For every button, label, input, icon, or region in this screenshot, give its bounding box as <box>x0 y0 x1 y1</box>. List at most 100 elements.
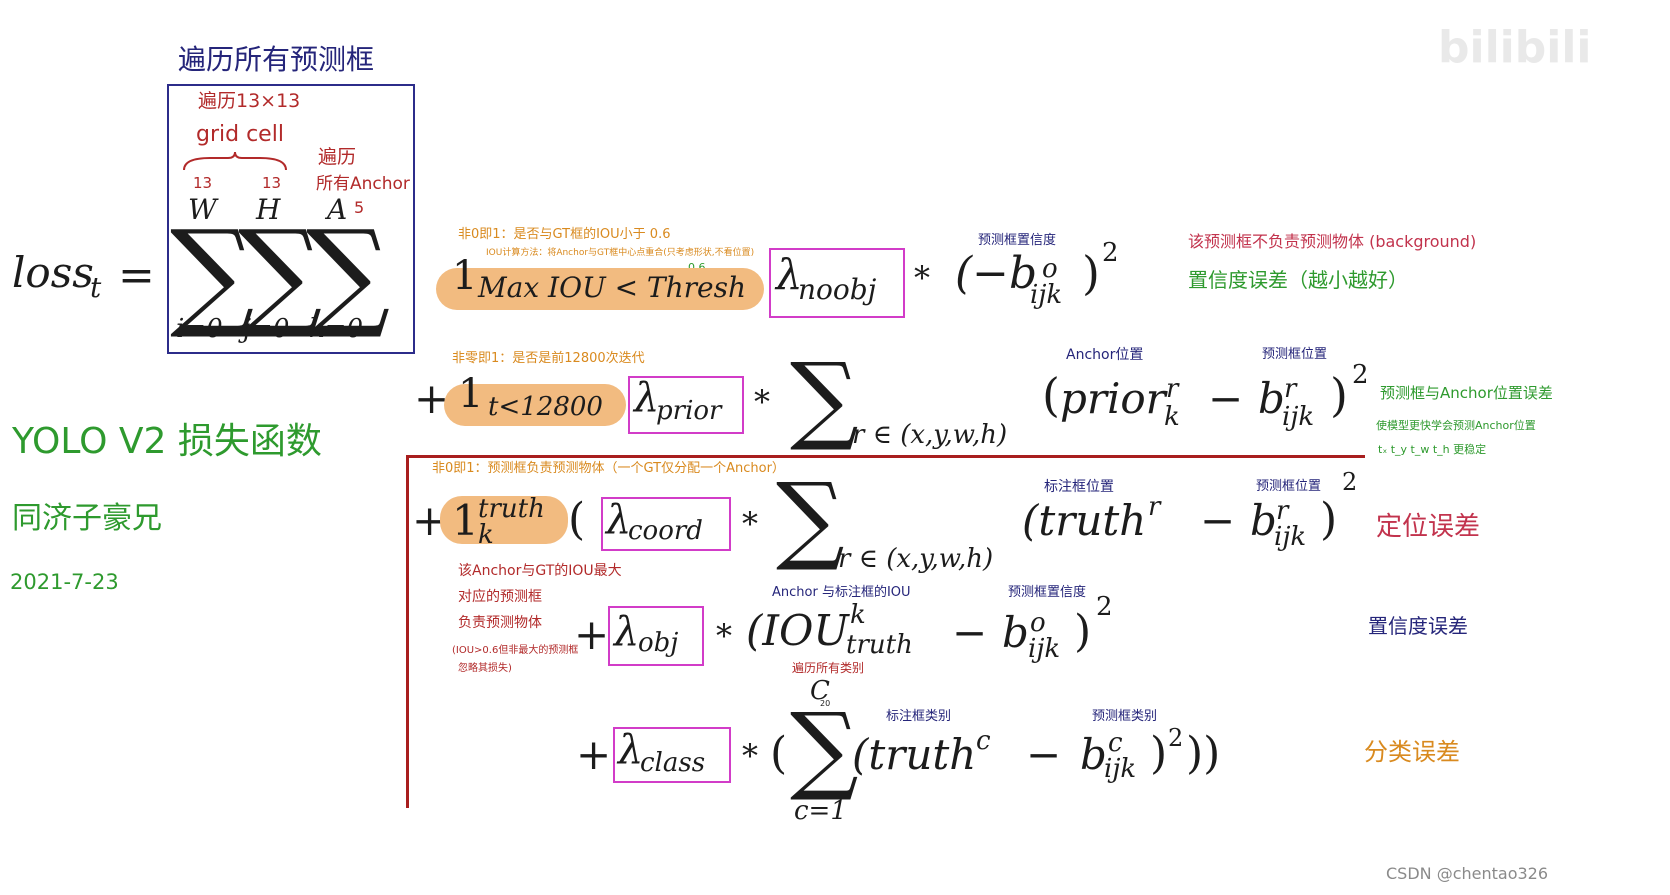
term5-b-sup: c <box>1108 728 1123 758</box>
grid-annotation-line1: 遍历13×13 <box>198 90 301 112</box>
anchor-count: 5 <box>354 198 365 217</box>
term1-star: * <box>914 259 930 297</box>
term3-note-left-3: 负责预测物体 <box>458 615 542 631</box>
term4-lambda-sub: obj <box>638 628 679 658</box>
term3-star: * <box>742 505 758 543</box>
term2-indicator-sub: t<12800 <box>488 392 603 422</box>
term2-b-sup: r <box>1284 374 1297 404</box>
term5-note-pred: 预测框类别 <box>1092 709 1158 724</box>
term5-lambda-box <box>613 727 731 783</box>
term3-truth-sup: r <box>1148 492 1161 522</box>
term1-lambda-sub: noobj <box>798 273 877 306</box>
anchor-annotation-line1: 遍历 <box>318 146 357 168</box>
term2-prior-sub: k <box>1164 402 1180 432</box>
loss-subscript: t <box>90 271 102 304</box>
term1-lambda-box <box>769 248 905 318</box>
term5-note-right: 分类误差 <box>1364 738 1460 766</box>
term3-note-top: 非0即1：预测框负责预测物体（一个GT仅分配一个Anchor） <box>432 461 785 476</box>
sum-sign-k: ∑ <box>306 204 391 342</box>
term2-indicator-highlight <box>444 384 626 426</box>
term3-b-sup: r <box>1276 496 1289 526</box>
sum-sign-j: ∑ <box>238 204 323 342</box>
term3-minus: − <box>1200 496 1236 545</box>
term3-note-left-4: (IOU>0.6但非最大的预测框 <box>452 645 579 656</box>
term5-b-sub: ijk <box>1104 754 1137 784</box>
term2-sum-sub: r ∈ (x,y,w,h) <box>852 420 1008 450</box>
sum-box <box>167 84 415 354</box>
term3-b: b <box>1250 496 1277 545</box>
term4-close: ) <box>1074 606 1092 657</box>
separator-vertical <box>406 455 409 808</box>
anchor-annotation-line2: 所有Anchor <box>316 174 410 194</box>
term5-note-sum: 遍历所有类别 <box>792 661 865 675</box>
term3-lambda-sub: coord <box>628 516 703 546</box>
term3-indicator: 1 <box>452 496 479 545</box>
term2-note-right-3: tₓ t_y t_w t_h 更稳定 <box>1378 443 1487 456</box>
term2-indicator: 1 <box>458 371 484 417</box>
term2-open: ( <box>1042 368 1060 422</box>
term1-note-b: 预测框置信度 <box>978 233 1057 248</box>
term4-star: * <box>716 617 732 655</box>
term1-b-sup: o <box>1042 254 1058 284</box>
term4-power: 2 <box>1096 592 1113 622</box>
term5-open: ( <box>770 728 788 779</box>
term4-b-sub: ijk <box>1028 634 1061 664</box>
term2-lambda-sub: prior <box>656 396 722 426</box>
sum-sign-i: ∑ <box>170 204 255 342</box>
term5-sum-sign: ∑ <box>790 692 859 804</box>
term4-note-b: 预测框置信度 <box>1008 585 1087 600</box>
h-count: 13 <box>262 174 282 192</box>
term2-note-anchor: Anchor位置 <box>1066 347 1144 363</box>
term5-plus: + <box>576 730 612 779</box>
term3-sum-sub: r ∈ (x,y,w,h) <box>838 544 994 574</box>
grid-annotation-line2: grid cell <box>196 122 284 147</box>
term3-close: ) <box>1320 494 1338 545</box>
term5-sum-upper: C <box>810 676 830 706</box>
bilibili-watermark: bilibili <box>1438 22 1592 73</box>
term2-sum-sign: ∑ <box>790 342 859 454</box>
term5-lambda-sub: class <box>640 748 706 778</box>
term5-close: ) <box>1150 728 1168 779</box>
sum-upper-w: W <box>188 193 217 226</box>
term3-lambda: λ <box>606 497 632 543</box>
term2-lambda-box <box>628 376 744 434</box>
sum-lower-j: j=0 <box>243 314 290 344</box>
term2-star: * <box>754 383 770 421</box>
term5-note-truth: 标注框类别 <box>886 709 952 724</box>
term5-minus: − <box>1026 730 1062 779</box>
sum-upper-h: H <box>256 193 281 226</box>
term4-note-right: 置信度误差 <box>1368 614 1468 638</box>
term1-power: 2 <box>1102 238 1119 268</box>
term3-b-sub: ijk <box>1274 522 1307 552</box>
term5-truth-open: (truth <box>852 730 977 779</box>
term4-b: b <box>1002 608 1029 657</box>
term2-lambda: λ <box>634 375 660 421</box>
term3-sum-sign: ∑ <box>776 462 845 574</box>
term2-note-right-2: 使模型更快学会预测Anchor位置 <box>1376 419 1536 432</box>
term2-note-top: 非零即1：是否是前12800次迭代 <box>452 351 645 366</box>
term2-prior: prior <box>1060 374 1166 423</box>
term4-lambda-box <box>608 606 704 666</box>
term2-plus: + <box>414 374 450 423</box>
term4-note-iou: Anchor 与标注框的IOU <box>772 585 911 600</box>
term4-iou-sub: truth <box>846 630 913 660</box>
separator-horizontal <box>408 455 1365 458</box>
term3-lambda-box <box>601 497 731 551</box>
term4-lambda: λ <box>614 609 640 655</box>
csdn-watermark: CSDN @chentao326 <box>1386 864 1549 883</box>
term2-minus: − <box>1208 374 1244 423</box>
term5-power: 2 <box>1168 724 1184 752</box>
term1-indicator: 1 <box>452 253 478 299</box>
term4-b-sup: o <box>1030 608 1046 638</box>
term1-expr: (−b <box>955 248 1038 299</box>
term4-open: (IOU <box>746 606 849 655</box>
term5-lambda: λ <box>618 727 644 773</box>
term1-indicator-highlight <box>436 268 764 310</box>
term3-indicator-highlight <box>440 496 568 544</box>
term2-power: 2 <box>1352 360 1369 390</box>
grid-brace <box>183 151 287 171</box>
equals-sign: = <box>118 250 155 301</box>
term3-note-pred: 预测框位置 <box>1256 479 1322 494</box>
term3-note-right: 定位误差 <box>1376 512 1481 542</box>
